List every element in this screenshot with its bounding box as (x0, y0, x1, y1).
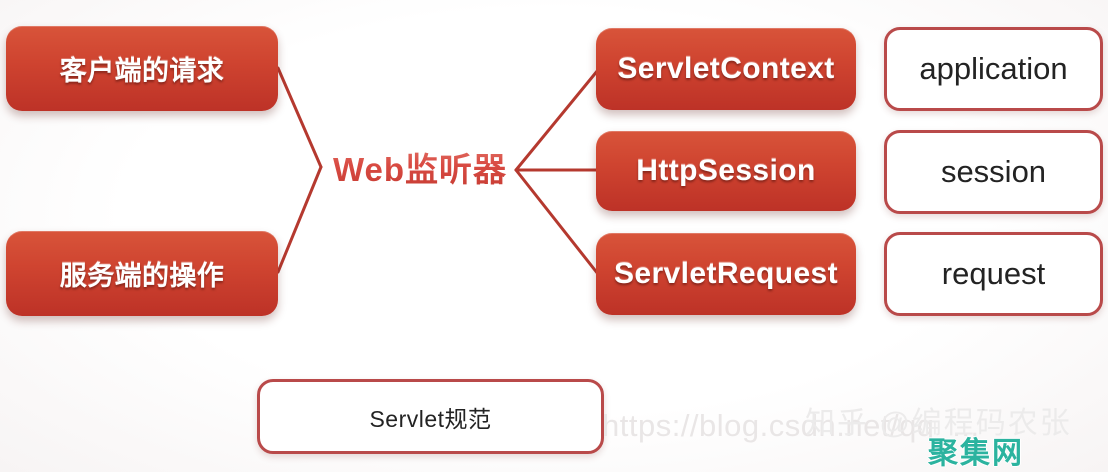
node-application[interactable]: application (884, 27, 1103, 111)
node-request-label: request (941, 256, 1046, 291)
node-servletcontext[interactable]: ServletContext (596, 28, 856, 110)
connector-server-to-hub (276, 165, 323, 274)
node-servlet-spec[interactable]: Servlet规范 (257, 379, 604, 454)
connector-hub-to-servletcontext (514, 68, 600, 172)
node-servletrequest-label: ServletRequest (613, 257, 839, 290)
node-httpsession-label: HttpSession (636, 154, 816, 187)
node-server-operation-label: 服务端的操作 (59, 261, 225, 291)
node-servletrequest[interactable]: ServletRequest (596, 233, 856, 315)
node-application-label: application (919, 51, 1068, 86)
node-client-request[interactable]: 客户端的请求 (6, 26, 278, 111)
node-client-request-label: 客户端的请求 (59, 56, 225, 86)
node-httpsession[interactable]: HttpSession (596, 131, 856, 211)
node-session-label: session (940, 154, 1047, 189)
center-hub-title: Web监听器 (333, 143, 507, 191)
connector-hub-to-servletrequest (514, 168, 600, 276)
node-servlet-spec-label: Servlet规范 (369, 405, 492, 432)
connector-client-to-hub (276, 66, 323, 169)
node-server-operation[interactable]: 服务端的操作 (6, 231, 278, 316)
node-servletcontext-label: ServletContext (617, 52, 835, 85)
node-session[interactable]: session (884, 130, 1103, 214)
node-request[interactable]: request (884, 232, 1103, 316)
